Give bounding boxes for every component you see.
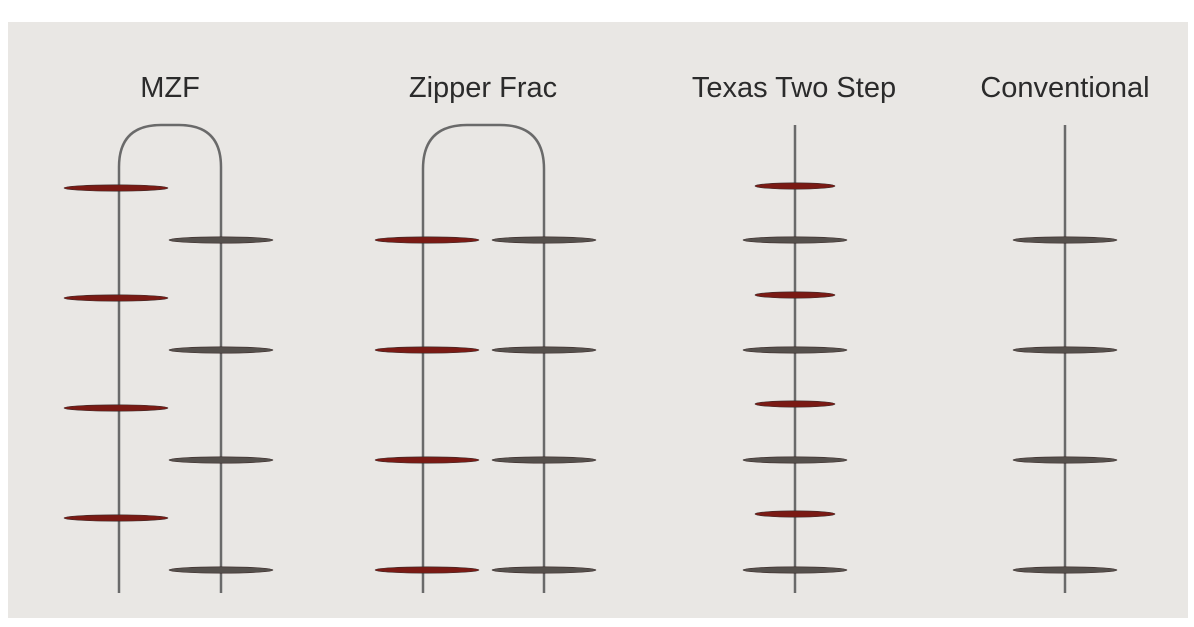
wellbore-0 — [117, 123, 223, 593]
title-conventional: Conventional — [980, 72, 1150, 104]
fracture-right-1-1 — [491, 346, 597, 354]
fracture-right-1-0 — [491, 236, 597, 244]
fracture-3-2 — [1012, 456, 1118, 464]
fracture-left-1-0 — [374, 236, 480, 244]
fracture-left-1-2 — [374, 456, 480, 464]
fracture-right-0-2 — [168, 456, 274, 464]
fracture-right-1-2 — [491, 456, 597, 464]
fracture-2-1 — [742, 236, 848, 244]
title-mzf: MZF — [140, 72, 200, 104]
fracture-3-3 — [1012, 566, 1118, 574]
title-texas-two-step: Texas Two Step — [691, 72, 897, 104]
fracture-3-1 — [1012, 346, 1118, 354]
fracture-2-5 — [742, 456, 848, 464]
fracture-2-0 — [754, 182, 836, 190]
fracture-left-0-2 — [63, 404, 169, 412]
fracture-2-6 — [754, 510, 836, 518]
fracture-right-0-1 — [168, 346, 274, 354]
fracture-left-0-1 — [63, 294, 169, 302]
fracture-left-1-1 — [374, 346, 480, 354]
fracture-right-0-0 — [168, 236, 274, 244]
fracture-2-4 — [754, 400, 836, 408]
fracture-left-0-0 — [63, 184, 169, 192]
fracture-left-0-3 — [63, 514, 169, 522]
wellbore-1 — [421, 123, 546, 593]
fracture-2-3 — [742, 346, 848, 354]
diagram-panel — [8, 22, 1188, 618]
fracture-left-1-3 — [374, 566, 480, 574]
fracture-3-0 — [1012, 236, 1118, 244]
fracture-2-2 — [754, 291, 836, 299]
fracture-right-0-3 — [168, 566, 274, 574]
fracture-2-7 — [742, 566, 848, 574]
title-zipper-frac: Zipper Frac — [408, 72, 558, 104]
fracture-right-1-3 — [491, 566, 597, 574]
